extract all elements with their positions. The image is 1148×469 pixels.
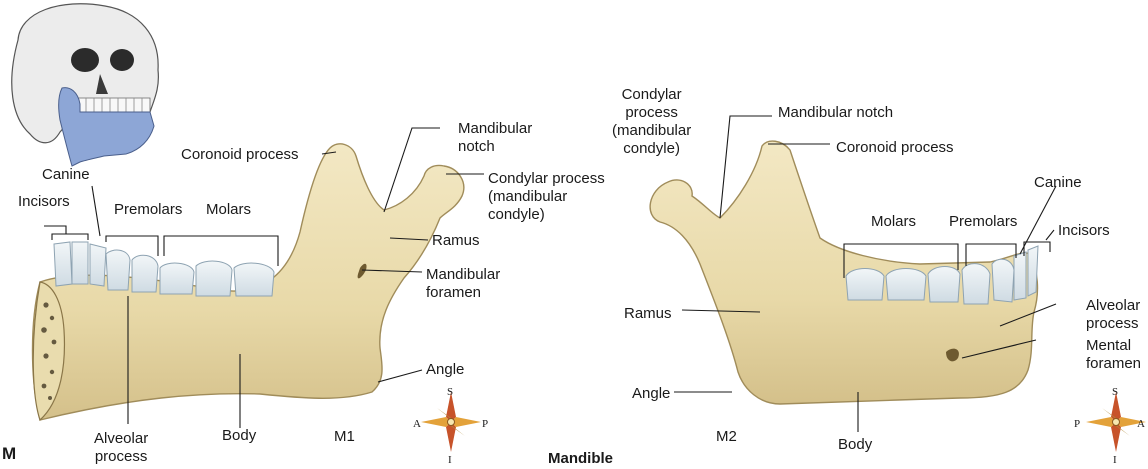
m2-compass-top: S xyxy=(1112,386,1119,398)
compass-m1 xyxy=(421,392,481,452)
compass-m2 xyxy=(1086,392,1146,452)
m1-label-mandibular-foramen: Mandibular foramen xyxy=(426,266,501,301)
figure-caption: Mandible xyxy=(548,450,614,467)
leader-lines xyxy=(44,115,1057,432)
m1-label-condylar: Condylar process (mandibular condyle) xyxy=(488,170,605,223)
m2-label-condylar: Condylar process (mandibular condyle) xyxy=(612,86,692,157)
m1-label-molars: Molars xyxy=(206,201,252,218)
skull-thumbnail xyxy=(11,3,159,167)
m1-label-canine: Canine xyxy=(42,166,90,183)
m1-label-mandibular-notch: Mandibular notch xyxy=(458,120,533,155)
m1-teeth xyxy=(53,241,275,297)
m2-label-canine: Canine xyxy=(1034,174,1082,191)
m2-label-incisors: Incisors xyxy=(1058,222,1110,239)
m1-compass-left: A xyxy=(413,418,421,430)
m1-label-incisors: Incisors xyxy=(18,193,70,210)
m1-label-alveolar: Alveolar process xyxy=(94,430,149,465)
m2-label-body: Body xyxy=(838,436,873,453)
mandible-m1 xyxy=(31,143,465,422)
m1-compass-bottom: I xyxy=(448,454,452,466)
m2-label-coronoid: Coronoid process xyxy=(836,139,954,156)
m2-teeth xyxy=(845,245,1039,305)
panel-letter: M xyxy=(2,444,17,463)
m1-compass-top: S xyxy=(447,386,454,398)
m1-label-premolars: Premolars xyxy=(114,201,183,218)
m1-label-ramus: Ramus xyxy=(432,232,480,249)
m2-label-angle: Angle xyxy=(632,385,671,402)
m1-label-angle: Angle xyxy=(426,361,465,378)
m2-label-mandibular-notch: Mandibular notch xyxy=(778,104,894,121)
m2-label-ramus: Ramus xyxy=(624,305,672,322)
m2-compass-bottom: I xyxy=(1113,454,1117,466)
m2-view-label: M2 xyxy=(716,428,737,445)
m1-view-label: M1 xyxy=(334,428,355,445)
m1-compass-right: P xyxy=(482,418,489,430)
m2-label-alveolar: Alveolar process xyxy=(1086,297,1141,332)
m2-compass-left: P xyxy=(1074,418,1081,430)
m1-label-coronoid: Coronoid process xyxy=(181,146,299,163)
m2-compass-right: A xyxy=(1137,418,1145,430)
m2-label-premolars: Premolars xyxy=(949,213,1018,230)
m2-label-mental-foramen: Mental foramen xyxy=(1086,337,1142,372)
m1-label-body: Body xyxy=(222,427,257,444)
m2-label-molars: Molars xyxy=(871,213,917,230)
